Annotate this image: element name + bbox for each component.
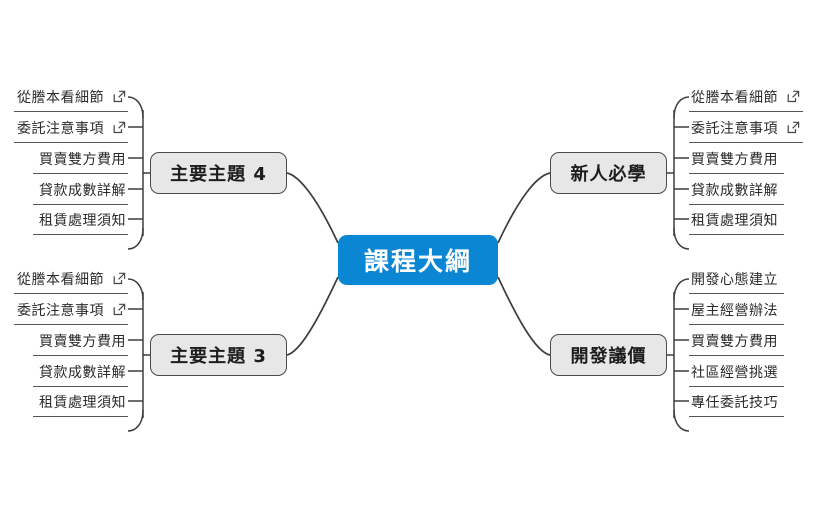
leaf-node[interactable]: 從謄本看細節 xyxy=(689,82,803,112)
connector-center-to-right-top xyxy=(497,172,551,244)
bracket-right-top-curve-lower xyxy=(673,227,690,250)
center-node[interactable]: 課程大綱 xyxy=(338,235,498,285)
leaf-label: 租賃處理須知 xyxy=(691,212,778,229)
leaf-label: 貸款成數詳解 xyxy=(39,182,126,199)
leaf-label: 開發心態建立 xyxy=(691,271,778,288)
external-link-icon[interactable] xyxy=(113,121,126,134)
branch-node-right-bottom[interactable]: 開發議價 xyxy=(550,334,667,376)
leaf-node[interactable]: 租賃處理須知 xyxy=(689,205,784,235)
leaf-node[interactable]: 開發心態建立 xyxy=(689,264,784,294)
leaf-node[interactable]: 買賣雙方費用 xyxy=(33,144,128,174)
center-node-label: 課程大綱 xyxy=(363,247,472,276)
leaf-node[interactable]: 委託注意事項 xyxy=(14,295,128,325)
leaf-node[interactable]: 買賣雙方費用 xyxy=(33,326,128,356)
leaf-label: 從謄本看細節 xyxy=(17,89,104,106)
external-link-icon[interactable] xyxy=(787,121,800,134)
leaf-label: 貸款成數詳解 xyxy=(39,364,126,381)
leaf-node[interactable]: 貸款成數詳解 xyxy=(33,357,128,387)
leaf-node[interactable]: 委託注意事項 xyxy=(689,113,803,143)
leaf-label: 委託注意事項 xyxy=(17,120,104,137)
connector-center-to-left-bottom xyxy=(286,276,339,356)
leaf-label: 買賣雙方費用 xyxy=(39,151,126,168)
bracket-right-bottom-curve-lower xyxy=(673,409,690,432)
leaf-label: 買賣雙方費用 xyxy=(691,151,778,168)
leaf-label: 買賣雙方費用 xyxy=(39,333,126,350)
leaf-node[interactable]: 貸款成數詳解 xyxy=(33,175,128,205)
bracket-left-top-curve-upper xyxy=(127,96,144,119)
leaf-label: 委託注意事項 xyxy=(691,120,778,137)
external-link-icon[interactable] xyxy=(113,303,126,316)
branch-node-label: 新人必學 xyxy=(570,164,647,185)
branch-node-label: 主要主題 4 xyxy=(170,164,267,185)
leaf-label: 委託注意事項 xyxy=(17,302,104,319)
branch-node-label: 開發議價 xyxy=(570,346,647,367)
leaf-node[interactable]: 專任委託技巧 xyxy=(689,387,784,417)
leaf-node[interactable]: 委託注意事項 xyxy=(14,113,128,143)
leaf-label: 屋主經營辦法 xyxy=(691,302,778,319)
branch-node-right-top[interactable]: 新人必學 xyxy=(550,152,667,194)
external-link-icon[interactable] xyxy=(113,90,126,103)
external-link-icon[interactable] xyxy=(113,272,126,285)
leaf-label: 從謄本看細節 xyxy=(17,271,104,288)
leaf-node[interactable]: 租賃處理須知 xyxy=(33,387,128,417)
leaf-label: 社區經營挑選 xyxy=(691,364,778,381)
leaf-label: 買賣雙方費用 xyxy=(691,333,778,350)
leaf-node[interactable]: 買賣雙方費用 xyxy=(689,326,784,356)
leaf-node[interactable]: 從謄本看細節 xyxy=(14,82,128,112)
bracket-right-bottom-curve-upper xyxy=(673,278,690,301)
bracket-left-bottom-curve-lower xyxy=(127,409,144,432)
leaf-label: 專任委託技巧 xyxy=(691,394,778,411)
branch-node-left-bottom[interactable]: 主要主題 3 xyxy=(150,334,287,376)
leaf-node[interactable]: 租賃處理須知 xyxy=(33,205,128,235)
external-link-icon[interactable] xyxy=(787,90,800,103)
leaf-label: 租賃處理須知 xyxy=(39,394,126,411)
leaf-node[interactable]: 從謄本看細節 xyxy=(14,264,128,294)
leaf-node[interactable]: 社區經營挑選 xyxy=(689,357,784,387)
bracket-right-top-curve-upper xyxy=(673,96,690,119)
bracket-left-top-curve-lower xyxy=(127,227,144,250)
branch-node-left-top[interactable]: 主要主題 4 xyxy=(150,152,287,194)
bracket-left-bottom-curve-upper xyxy=(127,278,144,301)
branch-node-label: 主要主題 3 xyxy=(170,346,267,367)
leaf-label: 從謄本看細節 xyxy=(691,89,778,106)
leaf-label: 貸款成數詳解 xyxy=(691,182,778,199)
leaf-node[interactable]: 買賣雙方費用 xyxy=(689,144,784,174)
leaf-node[interactable]: 屋主經營辦法 xyxy=(689,295,784,325)
leaf-node[interactable]: 貸款成數詳解 xyxy=(689,175,784,205)
connector-center-to-left-top xyxy=(286,172,339,244)
connector-center-to-right-bottom xyxy=(497,276,551,356)
leaf-label: 租賃處理須知 xyxy=(39,212,126,229)
